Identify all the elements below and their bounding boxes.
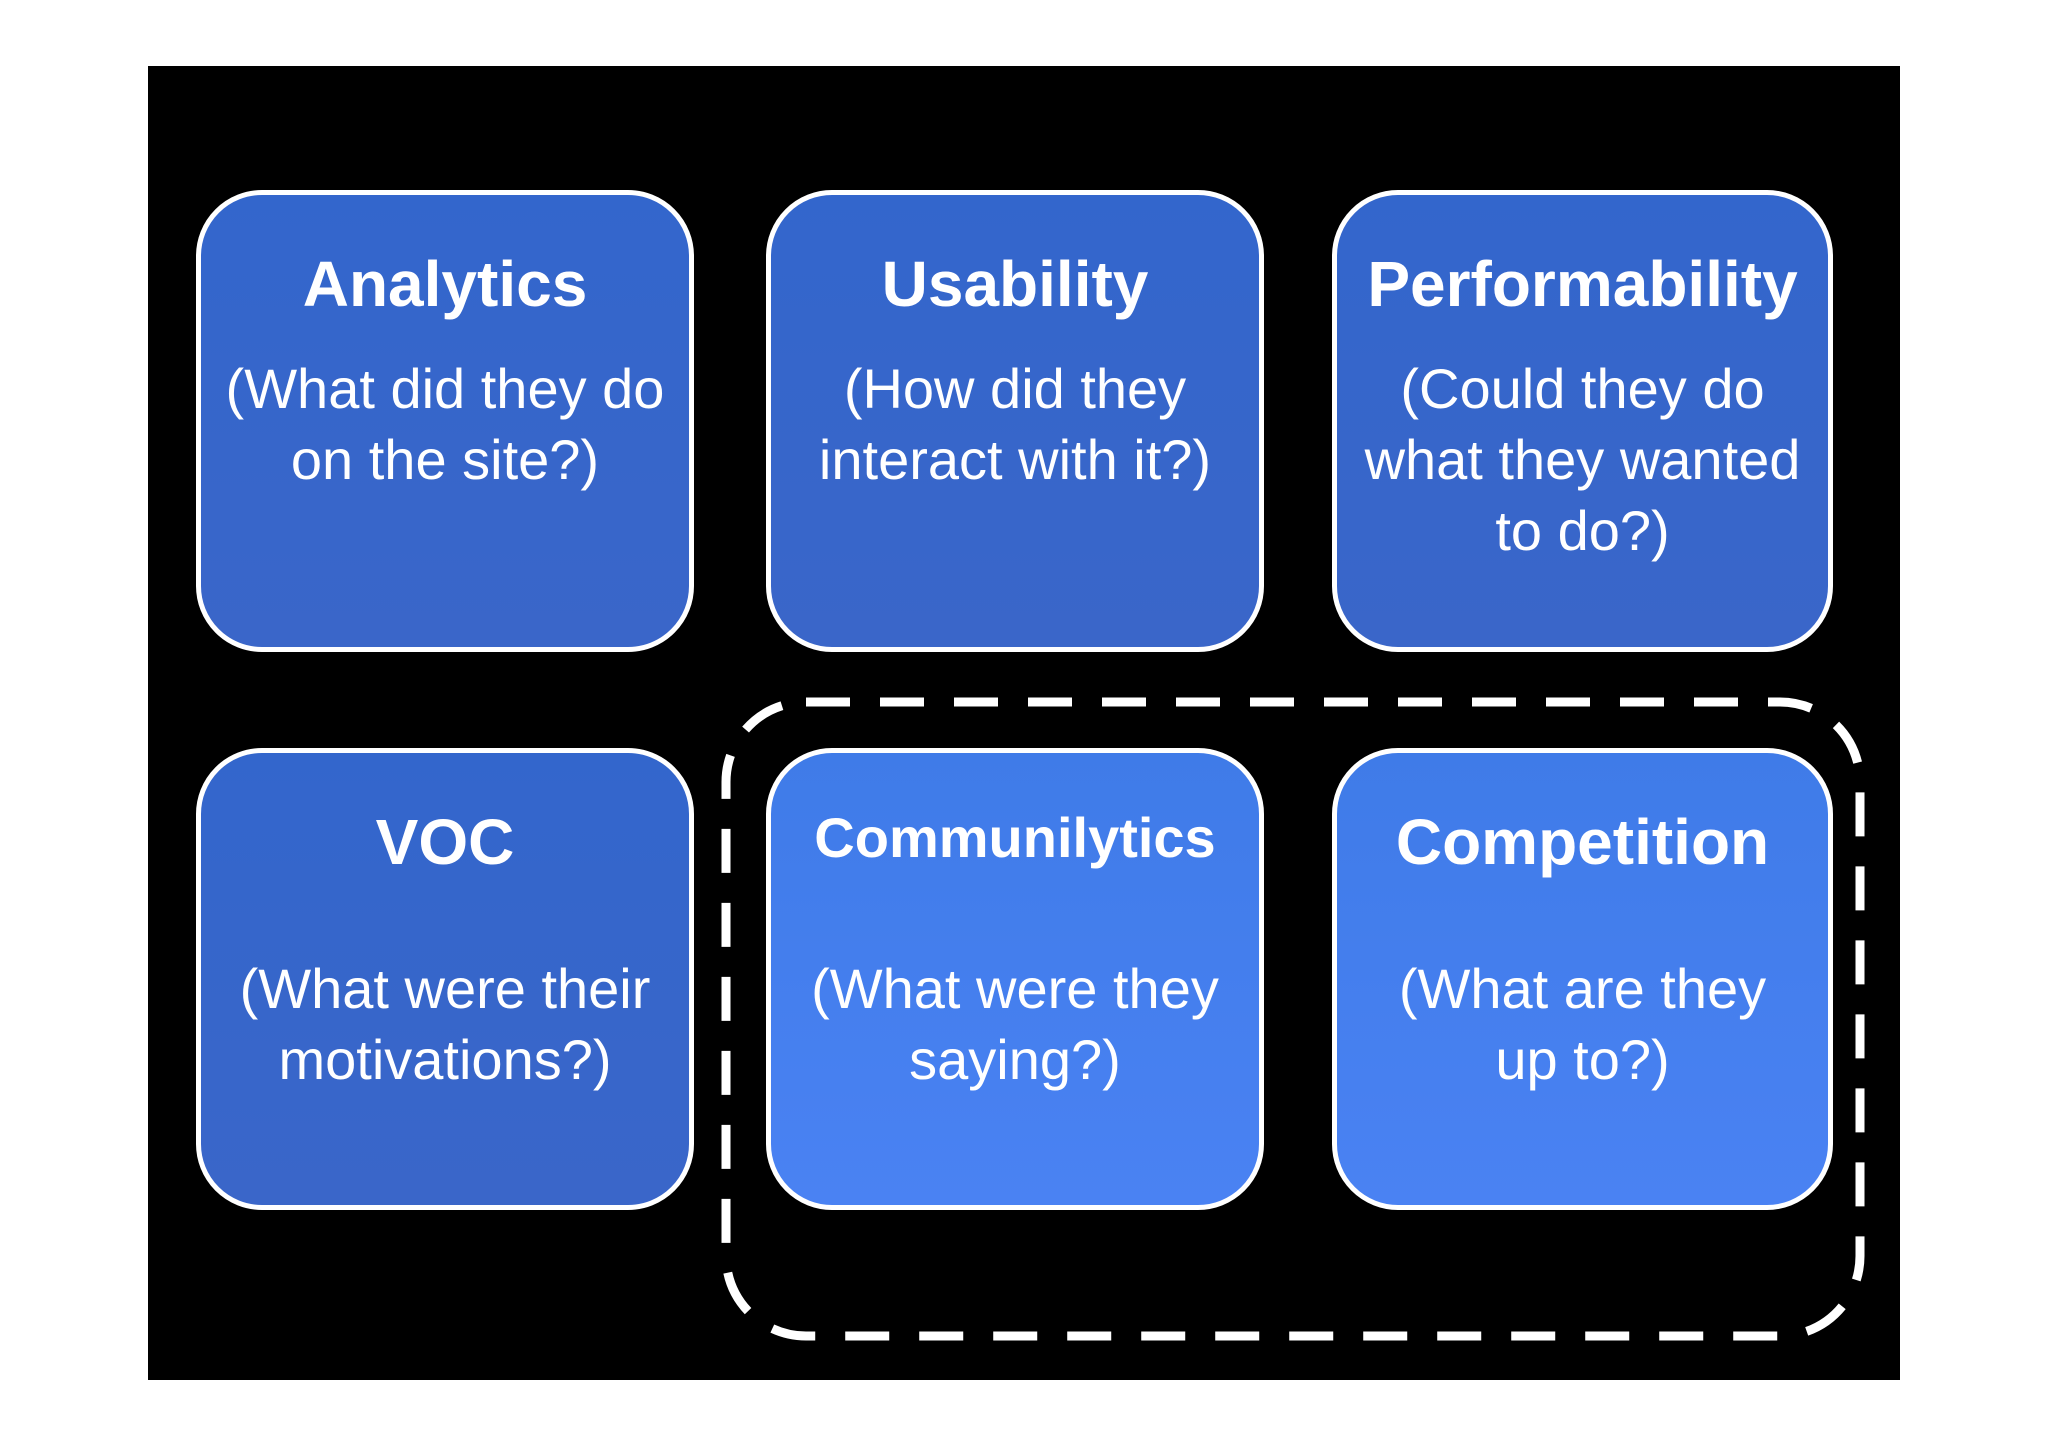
- voc-subtitle: (What were their motivations?): [239, 957, 651, 1091]
- performability-subtitle: (Could they do what they wanted to do?): [1364, 357, 1801, 562]
- usability-title: Usability: [881, 248, 1149, 320]
- analytics-box: Analytics (What did they do on the site?…: [196, 190, 694, 652]
- usability-box: Usability (How did they interact with it…: [766, 190, 1264, 652]
- performability-box: Performability (Could they do what they …: [1332, 190, 1833, 652]
- slide-background: Analytics (What did they do on the site?…: [148, 66, 1900, 1380]
- communilytics-box: Communilytics (What were they saying?): [766, 748, 1264, 1210]
- performability-title: Performability: [1367, 248, 1798, 320]
- competition-subtitle: (What are they up to?): [1398, 957, 1767, 1091]
- communilytics-subtitle: (What were they saying?): [811, 957, 1219, 1091]
- voc-title: VOC: [375, 806, 515, 878]
- voc-box: VOC (What were their motivations?): [196, 748, 694, 1210]
- competition-box: Competition (What are they up to?): [1332, 748, 1833, 1210]
- analytics-title: Analytics: [302, 248, 588, 320]
- competition-title: Competition: [1395, 806, 1770, 878]
- usability-subtitle: (How did they interact with it?): [818, 357, 1212, 491]
- analytics-subtitle: (What did they do on the site?): [225, 357, 665, 491]
- communilytics-title: Communilytics: [814, 806, 1216, 869]
